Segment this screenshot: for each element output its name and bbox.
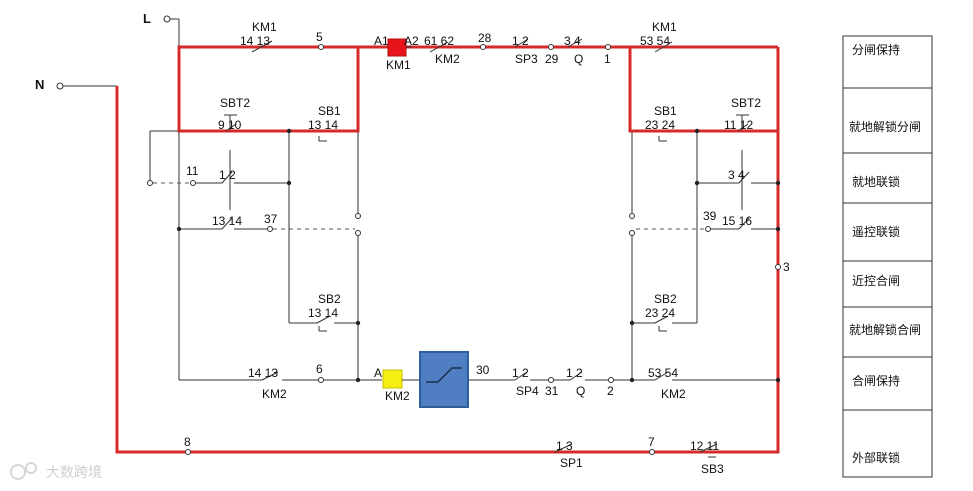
legend-item: 近控合闸: [852, 273, 900, 288]
legend-item: 就地解锁合闸: [849, 322, 921, 337]
label-sb2-left-pins: 13 14: [308, 306, 338, 320]
label-sb2-left: SB2: [318, 292, 341, 306]
label-km2-top: KM2: [435, 52, 460, 66]
label-q-bottom-pins: 1 2: [566, 366, 583, 380]
label-node-28: 28: [478, 31, 492, 45]
label-sb1-right: SB1: [654, 104, 677, 118]
function-legend-table: 分闸保持 就地解锁分闸 就地联锁 遥控联锁 近控合闸 就地解锁合闸 合闸保持 外…: [842, 35, 933, 478]
label-node-5: 5: [316, 30, 323, 44]
label-sw-13-14: 13 14: [212, 214, 242, 228]
label-q-top: Q: [574, 52, 583, 66]
label-sbt2-right-pins: 11 12: [724, 118, 753, 132]
label-sp3: SP3: [515, 52, 538, 66]
label-km1-right: KM1: [652, 20, 677, 34]
label-sp1: SP1: [560, 456, 583, 470]
legend-item: 就地解锁分闸: [849, 119, 921, 134]
label-coil-km1: KM1: [386, 58, 411, 72]
label-node-11: 11: [186, 164, 199, 178]
label-coil-km2: KM2: [385, 389, 410, 403]
wiring-energized: [115, 45, 780, 454]
label-node-6: 6: [316, 362, 323, 376]
label-km2-pins: 61 62: [424, 34, 454, 48]
label-sp3-pins: 1 2: [512, 34, 529, 48]
legend-item: 就地联锁: [852, 174, 900, 189]
label-km1-pins: 14 13: [240, 34, 270, 48]
legend-item: 遥控联锁: [852, 224, 900, 239]
terminals: [147, 44, 781, 455]
label-node-29: 29: [545, 52, 559, 66]
label-node-31: 31: [545, 384, 559, 398]
label-km2-right-pins: 53 54: [648, 366, 678, 380]
label-sb1-right-pins: 23 24: [645, 118, 675, 132]
label-node-3: 3: [783, 260, 790, 274]
label-km1-top: KM1: [252, 20, 277, 34]
label-km2-bottom-pins: 14 13: [248, 366, 278, 380]
legend-item: 外部联锁: [852, 450, 900, 465]
watermark: 大数跨境: [10, 462, 102, 481]
terminal-n: [56, 82, 64, 90]
label-l: L: [143, 11, 151, 26]
label-sp4-pins: 1 2: [512, 366, 529, 380]
label-node-8: 8: [184, 435, 191, 449]
label-sb2-right: SB2: [654, 292, 677, 306]
terminal-l: [163, 15, 171, 23]
label-node-1: 1: [604, 52, 611, 66]
label-sbt2-left-pins: 9 10: [218, 118, 242, 132]
label-node-7: 7: [648, 435, 655, 449]
label-sw-1-2: 1 2: [219, 168, 236, 182]
label-coil-a: A: [374, 366, 382, 380]
label-sw-3-4: 3 4: [728, 168, 745, 182]
label-sw-15-16: 15 16: [722, 214, 752, 228]
label-coil-a1: A1: [374, 34, 389, 48]
label-sp1-pins: 1 3: [556, 439, 573, 453]
label-sb3: SB3: [701, 462, 724, 476]
label-node-2: 2: [607, 384, 614, 398]
push-button-symbols: [224, 114, 749, 458]
label-sp4: SP4: [516, 384, 539, 398]
watermark-text: 大数跨境: [46, 465, 102, 481]
coil-km2: [382, 369, 403, 389]
label-km2-right: KM2: [661, 387, 686, 401]
label-sbt2-left: SBT2: [220, 96, 250, 110]
top-row-contacts: [251, 38, 718, 453]
timer-relay-symbol: [419, 351, 469, 408]
label-coil-a2: A2: [404, 34, 419, 48]
label-q-bottom: Q: [576, 384, 585, 398]
label-sb3-pins: 12 11: [690, 439, 719, 453]
label-q-pins: 3 4: [564, 34, 581, 48]
legend-item: 分闸保持: [852, 42, 900, 57]
label-km2-bottom: KM2: [262, 387, 287, 401]
legend-item: 合闸保持: [852, 373, 900, 388]
label-node-37: 37: [264, 212, 278, 226]
label-node-30: 30: [476, 363, 490, 377]
label-sb2-right-pins: 23 24: [645, 306, 675, 320]
label-sb1-left-pins: 13 14: [308, 118, 338, 132]
label-km1-right-pins: 53 54: [640, 34, 670, 48]
label-sbt2-right: SBT2: [731, 96, 761, 110]
label-sb1-left: SB1: [318, 104, 341, 118]
label-n: N: [35, 77, 44, 92]
label-node-39: 39: [703, 209, 717, 223]
